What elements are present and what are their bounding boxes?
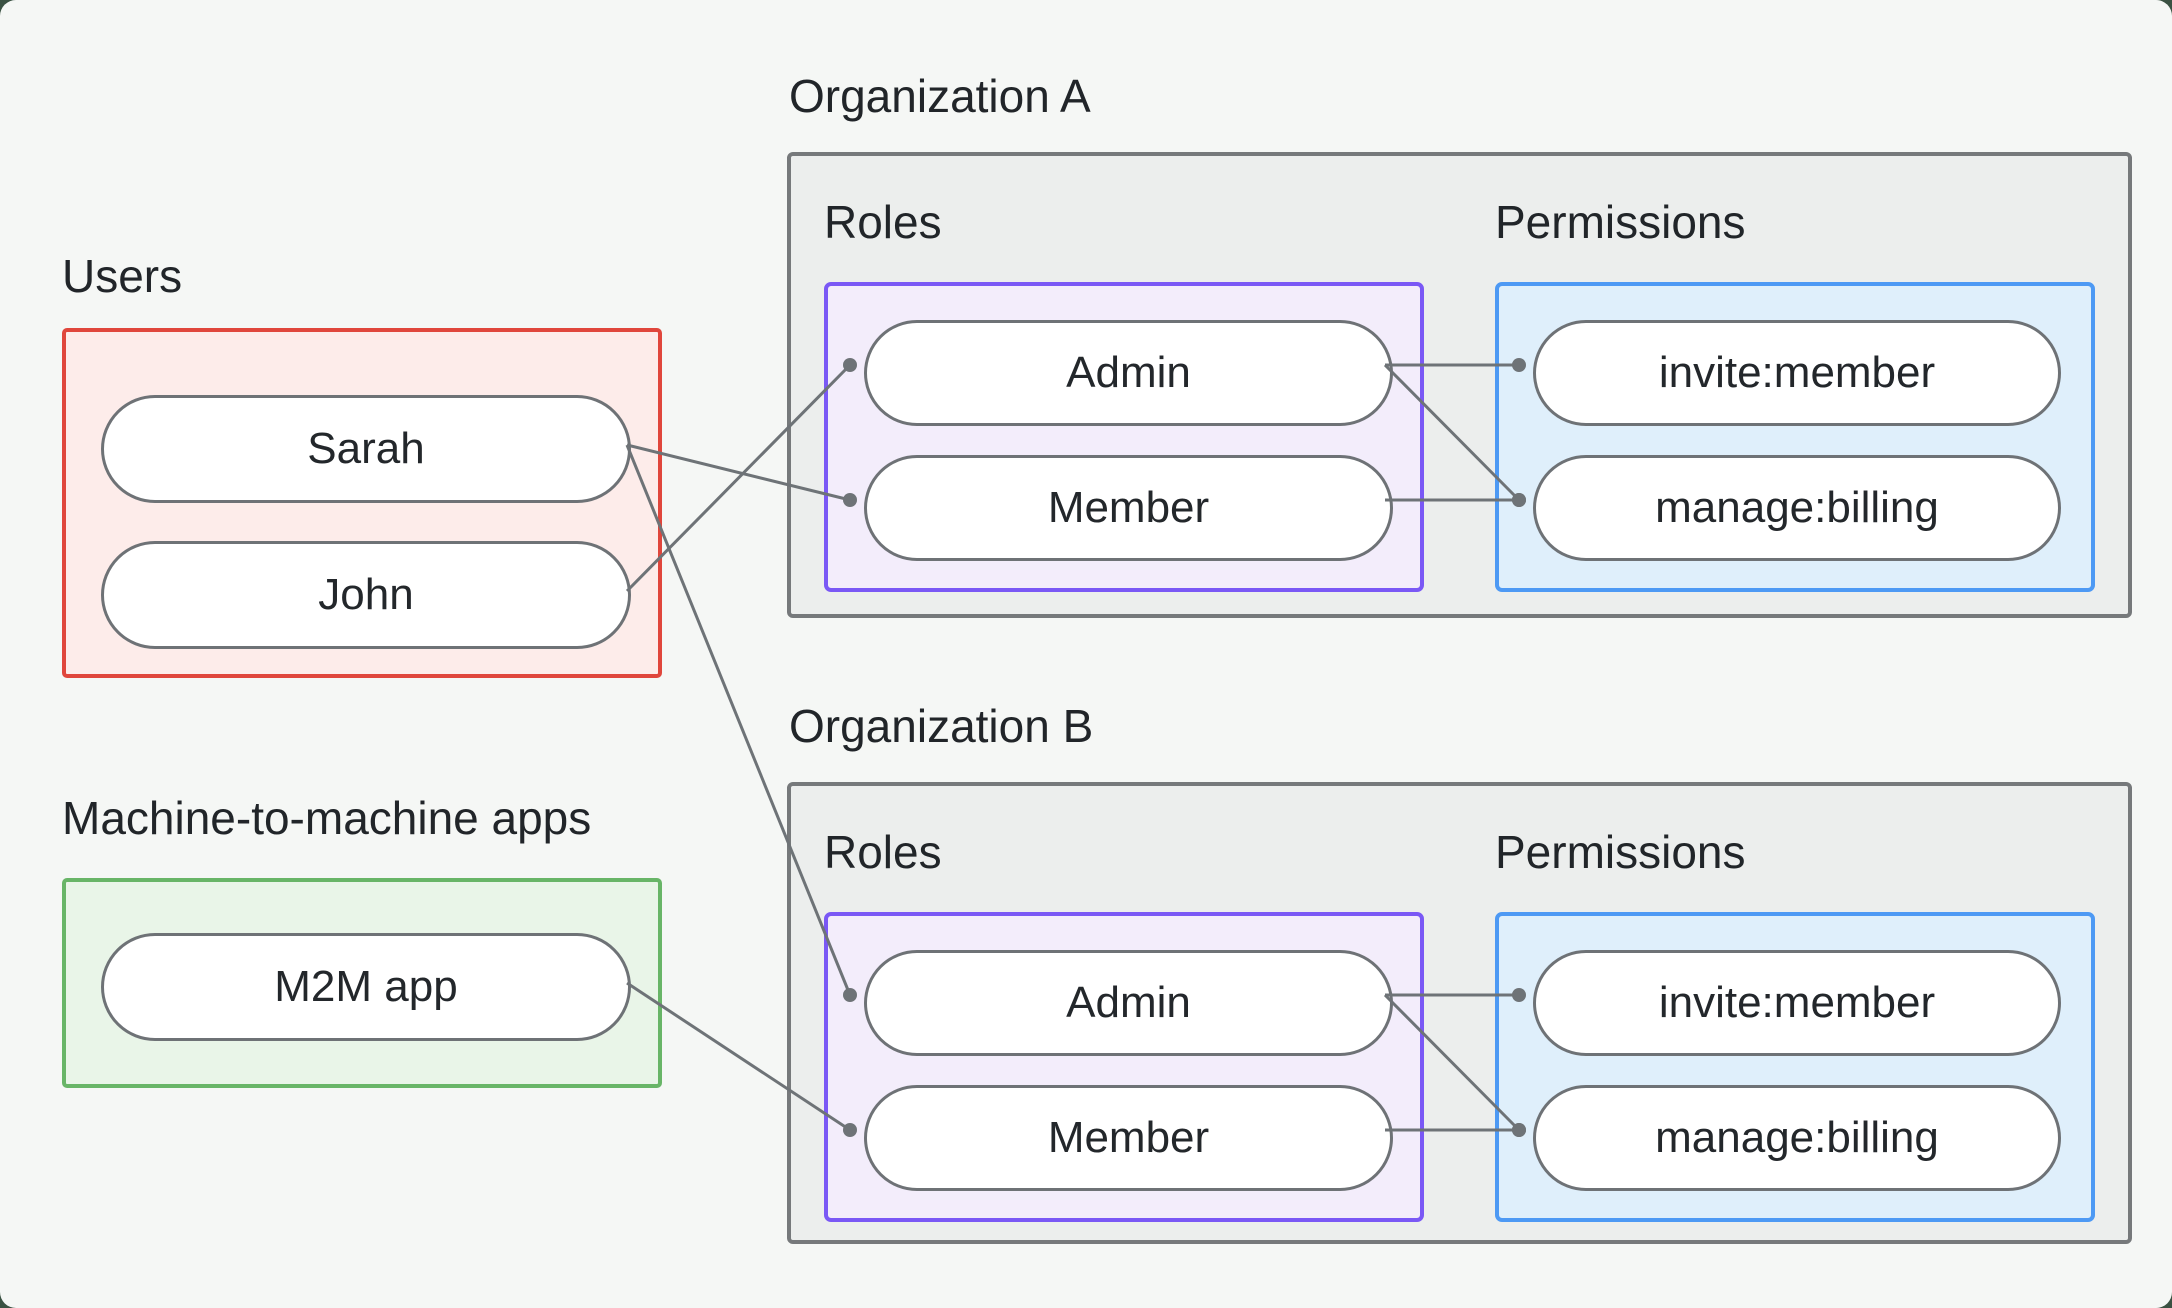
org-b-role-member-label: Member [1047, 1113, 1210, 1162]
org-b-box: Roles Permissions Admin Member invite:me… [787, 782, 2132, 1244]
users-section-label: Users [62, 250, 183, 302]
m2m-section-label: Machine-to-machine apps [62, 792, 592, 844]
m2m-app-node-label: M2M app [274, 962, 458, 1011]
org-a-role-member: Member [864, 455, 1393, 561]
org-b-permissions-label: Permissions [1495, 826, 1746, 878]
org-a-permission-manage-billing: manage:billing [1533, 455, 2061, 561]
org-a-permission-invite-member-label: invite:member [1658, 348, 1936, 397]
org-b-permission-invite-member: invite:member [1533, 950, 2061, 1056]
org-b-title: Organization B [789, 700, 1094, 752]
org-a-permissions-label: Permissions [1495, 196, 1746, 248]
org-b-permission-manage-billing-label: manage:billing [1655, 1113, 1939, 1162]
org-a-title: Organization A [789, 70, 1091, 122]
user-node-sarah-label: Sarah [307, 424, 425, 473]
org-a-permissions-box: invite:member manage:billing [1495, 282, 2095, 592]
org-a-roles-box: Admin Member [824, 282, 1424, 592]
m2m-app-node: M2M app [101, 933, 631, 1041]
org-a-permission-manage-billing-label: manage:billing [1655, 483, 1939, 532]
org-a-role-member-label: Member [1047, 483, 1210, 532]
m2m-group-box: M2M app [62, 878, 662, 1088]
org-b-permission-invite-member-label: invite:member [1658, 978, 1936, 1027]
users-group-box: Sarah John [62, 328, 662, 678]
user-node-sarah: Sarah [101, 395, 631, 503]
user-node-john: John [101, 541, 631, 649]
user-node-john-label: John [318, 570, 414, 619]
org-b-role-member: Member [864, 1085, 1393, 1191]
org-a-role-admin: Admin [864, 320, 1393, 426]
org-a-role-admin-label: Admin [1066, 348, 1191, 397]
org-b-permission-manage-billing: manage:billing [1533, 1085, 2061, 1191]
org-a-box: Roles Permissions Admin Member invite:me… [787, 152, 2132, 618]
org-b-role-admin: Admin [864, 950, 1393, 1056]
org-a-roles-label: Roles [824, 196, 942, 248]
org-b-roles-label: Roles [824, 826, 942, 878]
org-a-permission-invite-member: invite:member [1533, 320, 2061, 426]
org-b-role-admin-label: Admin [1066, 978, 1191, 1027]
org-b-roles-box: Admin Member [824, 912, 1424, 1222]
org-b-permissions-box: invite:member manage:billing [1495, 912, 2095, 1222]
